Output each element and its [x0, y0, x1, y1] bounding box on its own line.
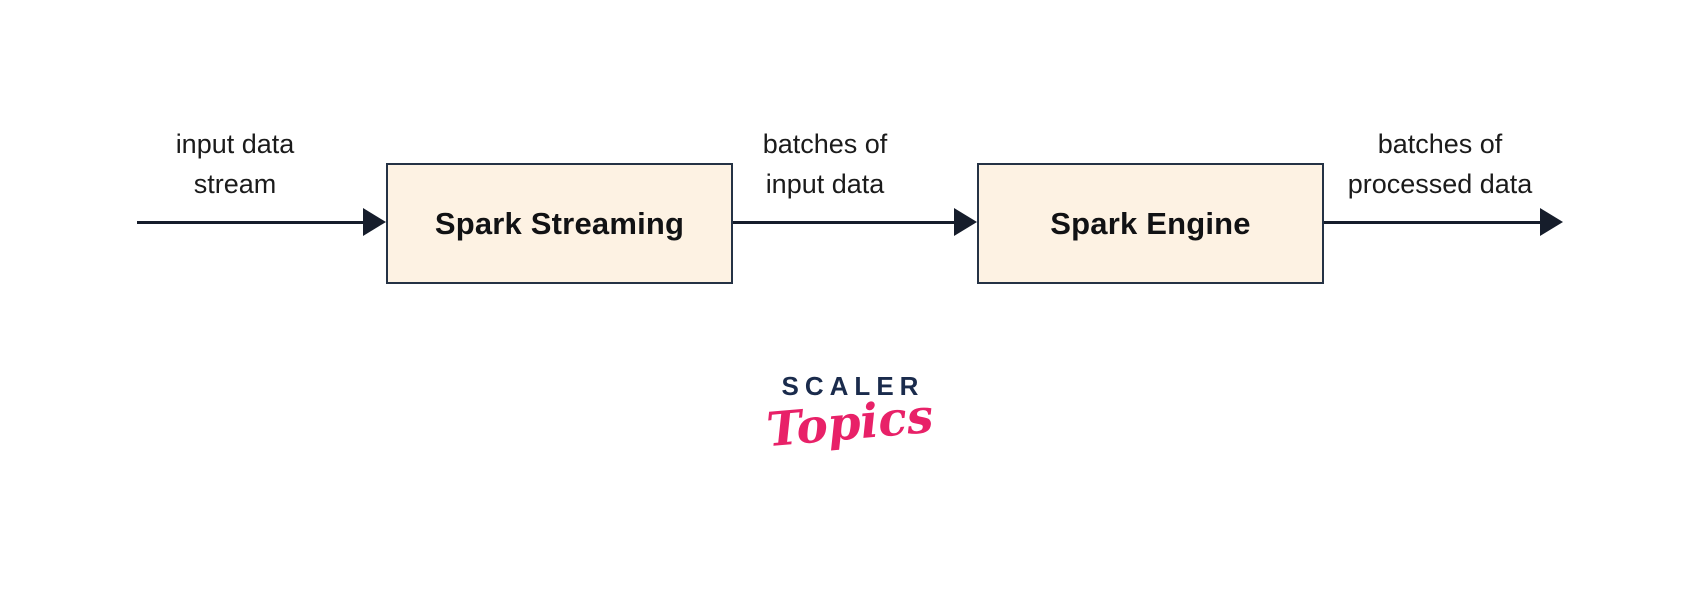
edge-label-batches-of-processed-data: batches of processed data: [1290, 124, 1590, 204]
arrow-batches-of-input-data: [733, 208, 977, 236]
arrowhead-icon: [363, 208, 386, 236]
edge-label-line: input data: [765, 169, 885, 199]
edge-label-input-data-stream: input data stream: [85, 124, 385, 204]
arrow-batches-of-processed-data: [1324, 208, 1563, 236]
logo-wordmark-text: Topics: [764, 388, 936, 459]
node-spark-engine: Spark Engine: [977, 163, 1324, 284]
edge-label-line: batches of: [762, 129, 888, 159]
node-spark-streaming: Spark Streaming: [386, 163, 733, 284]
node-label: Spark Engine: [1050, 205, 1251, 241]
arrow-input-data-stream: [137, 208, 386, 236]
edge-label-line: processed data: [1347, 169, 1533, 199]
arrow-shaft: [1324, 220, 1545, 224]
arrowhead-icon: [1540, 208, 1563, 236]
scaler-topics-logo: SCALER Topics: [765, 371, 936, 458]
edge-label-line: batches of: [1377, 129, 1503, 159]
arrow-shaft: [733, 220, 959, 224]
arrowhead-icon: [954, 208, 977, 236]
edge-label-batches-of-input-data: batches of input data: [675, 124, 975, 204]
edge-label-line: input data: [175, 129, 295, 159]
node-label: Spark Streaming: [434, 205, 685, 241]
arrow-shaft: [137, 220, 368, 224]
edge-label-line: stream: [193, 169, 277, 199]
logo-brand-text: SCALER: [781, 371, 925, 401]
